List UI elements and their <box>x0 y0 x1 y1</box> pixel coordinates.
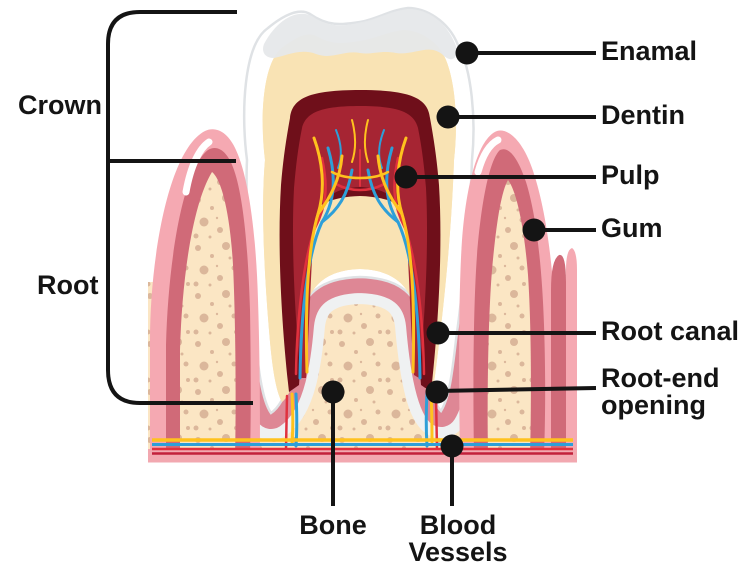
pulp-vein-blue <box>298 129 422 380</box>
blood-vessels-callout-dot <box>440 434 464 458</box>
label-root-end-line2: opening <box>601 390 706 420</box>
annotations <box>106 10 597 506</box>
enamel-cap-highlight <box>263 9 457 60</box>
label-root-end-line1: Root-end <box>601 363 720 393</box>
pulp-inner <box>292 106 428 378</box>
crown-root-bracket <box>106 10 253 405</box>
blood-vessel-band <box>148 438 577 463</box>
right-gum <box>459 130 577 455</box>
dentin-callout-dot <box>436 105 460 129</box>
root-end-callout-dot <box>425 380 449 404</box>
bottom-gum-band <box>148 449 577 463</box>
root-end-leader-line <box>436 386 597 393</box>
label-blood-line2: Vessels <box>408 537 508 567</box>
label-root: Root <box>37 270 99 300</box>
left-gum-highlight <box>182 138 213 196</box>
label-dentin: Dentin <box>601 100 685 130</box>
pulp-callout-dot <box>394 165 418 189</box>
callout-dots <box>321 41 546 458</box>
right-gum-bone <box>487 180 531 455</box>
gum-callout-dot <box>522 218 546 242</box>
pulp-vessels <box>294 119 426 380</box>
right-gum-highlight <box>474 136 502 176</box>
label-root-end-opening: Root-end opening <box>601 365 719 419</box>
pulp-chamber <box>279 90 441 392</box>
label-enamel: Enamal <box>601 36 698 66</box>
label-root-canal: Root canal <box>601 316 740 346</box>
bone-callout-dot <box>321 380 345 404</box>
pulp-nerve-yellow <box>304 119 416 374</box>
label-blood-vessels: Blood Vessels <box>408 512 508 566</box>
root-canal-callout-dot <box>426 321 450 345</box>
right-edge-strip-dark <box>551 254 566 452</box>
left-gum-bone <box>180 172 236 455</box>
label-bone: Bone <box>299 510 367 540</box>
label-crown: Crown <box>18 90 102 120</box>
right-edge-strip-light <box>566 248 577 452</box>
enamel-callout-dot <box>455 41 479 65</box>
label-pulp: Pulp <box>601 160 660 190</box>
label-gum: Gum <box>601 213 663 243</box>
label-blood-line1: Blood <box>419 510 497 540</box>
left-gum <box>150 129 260 456</box>
